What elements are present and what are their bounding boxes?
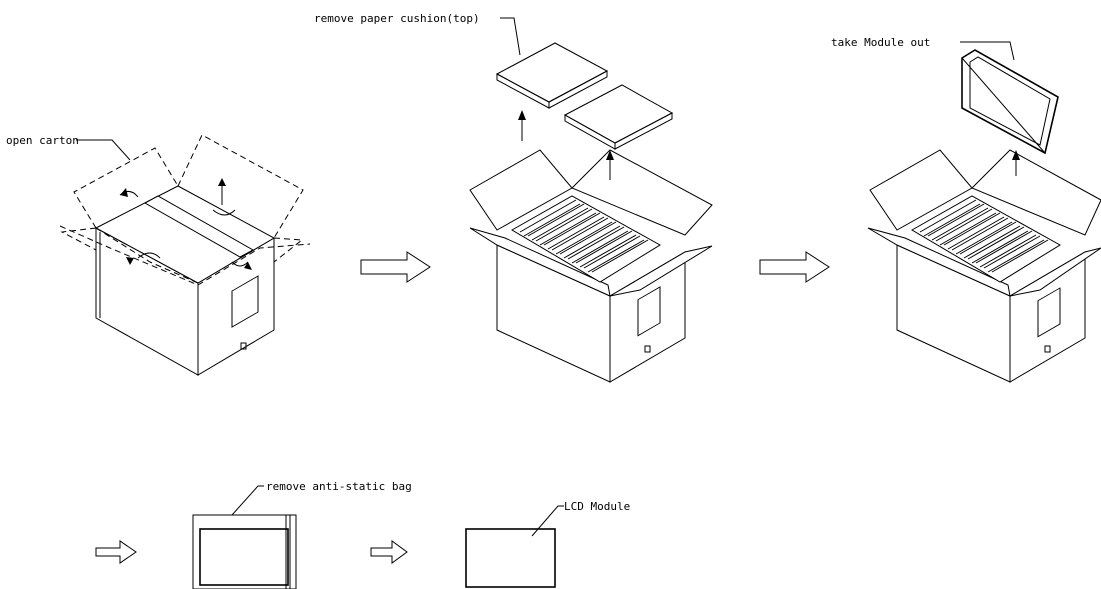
cushion-2 <box>563 84 674 144</box>
anti-static-bag <box>192 514 297 589</box>
step-open-carton: open carton <box>6 134 311 376</box>
module-frame <box>961 49 1059 155</box>
cushion-1 <box>495 42 609 103</box>
step-remove-bag: remove anti-static bag <box>192 480 412 589</box>
box3-flap-front-left <box>867 227 1011 297</box>
label-take-module: take Module out <box>831 36 930 49</box>
box3-label <box>1037 287 1061 338</box>
carton-tape <box>143 195 255 258</box>
box2-flap-back-right <box>571 149 713 236</box>
box3-module-stack <box>919 199 1049 273</box>
step-remove-cushion: remove paper cushion(top) <box>314 12 713 383</box>
label-remove-cushion: remove paper cushion(top) <box>314 12 480 25</box>
box2-flap-front-right <box>609 245 713 297</box>
box3-flap-front-right <box>1009 247 1101 297</box>
step-arrow-3 <box>95 540 137 564</box>
box2-label <box>637 286 661 337</box>
box2-flap-front-left <box>469 227 611 297</box>
label-remove-bag: remove anti-static bag <box>266 480 412 493</box>
carton-label <box>231 275 259 328</box>
step-arrow-1 <box>360 251 431 283</box>
step-arrow-4 <box>370 540 408 564</box>
box2-module-stack <box>519 199 649 273</box>
bagged-module <box>199 528 289 586</box>
step-take-module: take Module out <box>831 36 1101 383</box>
lcd-module <box>465 528 556 588</box>
step-lcd-module: LCD Module <box>465 500 630 588</box>
label-lcd-module: LCD Module <box>564 500 630 513</box>
label-open-carton: open carton <box>6 134 79 147</box>
box3-flap-back-right <box>971 149 1101 236</box>
step-arrow-2 <box>759 251 830 283</box>
